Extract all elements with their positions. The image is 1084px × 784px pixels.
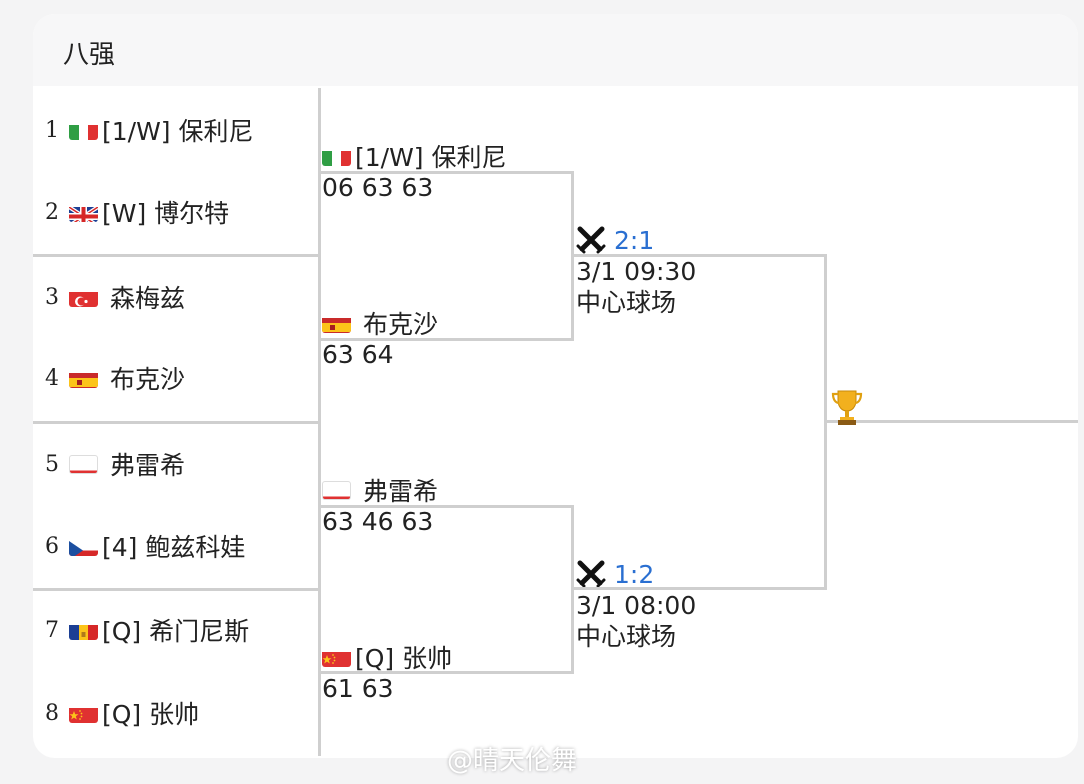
seed-number: 4 xyxy=(45,365,59,391)
seed-pair: 7 [Q] 希门尼斯 8 [Q] 张帅 xyxy=(33,589,318,755)
match-score: 63 64 xyxy=(322,340,394,369)
bracket-line xyxy=(824,254,827,590)
bracket-line xyxy=(321,671,573,674)
winner-name: [Q] 张帅 xyxy=(355,644,453,673)
italy-flag-icon xyxy=(69,121,98,140)
semifinal-block[interactable]: 2:1 3/1 09:30 中心球场 xyxy=(576,224,696,318)
poland-flag-icon xyxy=(322,480,351,500)
seed-row[interactable]: 7 [Q] 希门尼斯 xyxy=(45,610,249,650)
seed-pair: 1 [1/W] 保利尼 2 [W] 博尔特 xyxy=(33,88,318,257)
match-time: 3/1 08:00 xyxy=(576,591,697,620)
court-name: 中心球场 xyxy=(576,288,677,317)
seed-row[interactable]: 5 弗雷希 xyxy=(45,444,185,484)
seed-pair: 5 弗雷希 6 [4] 鲍兹科娃 xyxy=(33,422,318,591)
match-time: 3/1 09:30 xyxy=(576,257,697,286)
bracket-line xyxy=(321,505,573,508)
bracket-line xyxy=(571,505,574,674)
seed-row[interactable]: 2 [W] 博尔特 xyxy=(45,192,229,232)
player-name: 弗雷希 xyxy=(110,451,186,480)
seed-row[interactable]: 6 [4] 鲍兹科娃 xyxy=(45,526,245,566)
seed-row[interactable]: 4 布克沙 xyxy=(45,358,185,398)
r1-winner-block[interactable]: 布克沙 63 64 xyxy=(322,307,438,371)
china-flag-icon xyxy=(322,648,351,667)
bracket-line xyxy=(321,171,573,174)
bracket-line xyxy=(574,254,827,257)
court-name: 中心球场 xyxy=(576,622,677,651)
italy-flag-icon xyxy=(322,147,351,166)
seed-row[interactable]: 1 [1/W] 保利尼 xyxy=(45,110,254,150)
winner-name: [1/W] 保利尼 xyxy=(355,143,507,172)
seed-number: 3 xyxy=(45,284,59,310)
seed-number: 1 xyxy=(45,117,59,143)
seed-number: 6 xyxy=(45,533,59,559)
player-name: [W] 博尔特 xyxy=(102,199,230,228)
poland-flag-icon xyxy=(69,454,98,474)
winner-name: 布克沙 xyxy=(363,310,439,339)
player-name: [Q] 张帅 xyxy=(102,700,200,729)
china-flag-icon xyxy=(69,704,98,723)
r1-winner-block[interactable]: [Q] 张帅 61 63 xyxy=(322,641,452,705)
watermark: @晴天伦舞 xyxy=(447,746,578,776)
seed-number: 2 xyxy=(45,199,59,225)
uk-flag-icon xyxy=(69,203,98,222)
crossed-rackets-icon xyxy=(576,226,606,254)
spain-flag-icon xyxy=(69,369,98,388)
seed-row[interactable]: 3 森梅兹 xyxy=(45,277,185,317)
player-name: [1/W] 保利尼 xyxy=(102,117,254,146)
bracket-card: 八强 1 [1/W] 保利尼 2 [W] 博尔特 3 森梅兹 4 xyxy=(33,14,1078,758)
head-to-head: 1:2 xyxy=(614,559,655,589)
seed-list: 1 [1/W] 保利尼 2 [W] 博尔特 3 森梅兹 4 布克沙 xyxy=(33,88,321,756)
player-name: [Q] 希门尼斯 xyxy=(102,617,250,646)
crossed-rackets-icon xyxy=(576,560,606,588)
seed-pair: 3 森梅兹 4 布克沙 xyxy=(33,255,318,424)
match-score: 63 46 63 xyxy=(322,507,434,536)
round-title: 八强 xyxy=(63,40,116,70)
bracket-line xyxy=(827,420,1078,423)
semifinal-block[interactable]: 1:2 3/1 08:00 中心球场 xyxy=(576,558,696,652)
seed-number: 7 xyxy=(45,617,59,643)
seed-number: 5 xyxy=(45,451,59,477)
seed-row[interactable]: 8 [Q] 张帅 xyxy=(45,693,199,733)
trophy-icon xyxy=(831,390,863,425)
player-name: 布克沙 xyxy=(110,365,186,394)
r1-winner-block[interactable]: 弗雷希 63 46 63 xyxy=(322,474,438,538)
bracket-line xyxy=(574,587,827,590)
czech-flag-icon xyxy=(69,537,98,556)
match-score: 61 63 xyxy=(322,674,394,703)
bracket-line xyxy=(321,338,573,341)
winner-name: 弗雷希 xyxy=(363,477,439,506)
turkey-flag-icon xyxy=(69,288,98,307)
spain-flag-icon xyxy=(322,314,351,333)
r1-winner-block[interactable]: [1/W] 保利尼 06 63 63 xyxy=(322,140,507,204)
player-name: 森梅兹 xyxy=(110,284,186,313)
head-to-head: 2:1 xyxy=(614,225,655,255)
match-score: 06 63 63 xyxy=(322,173,434,202)
andorra-flag-icon xyxy=(69,621,98,640)
seed-number: 8 xyxy=(45,700,59,726)
player-name: [4] 鲍兹科娃 xyxy=(102,533,246,562)
card-header: 八强 xyxy=(33,14,1078,86)
bracket-line xyxy=(571,171,574,341)
